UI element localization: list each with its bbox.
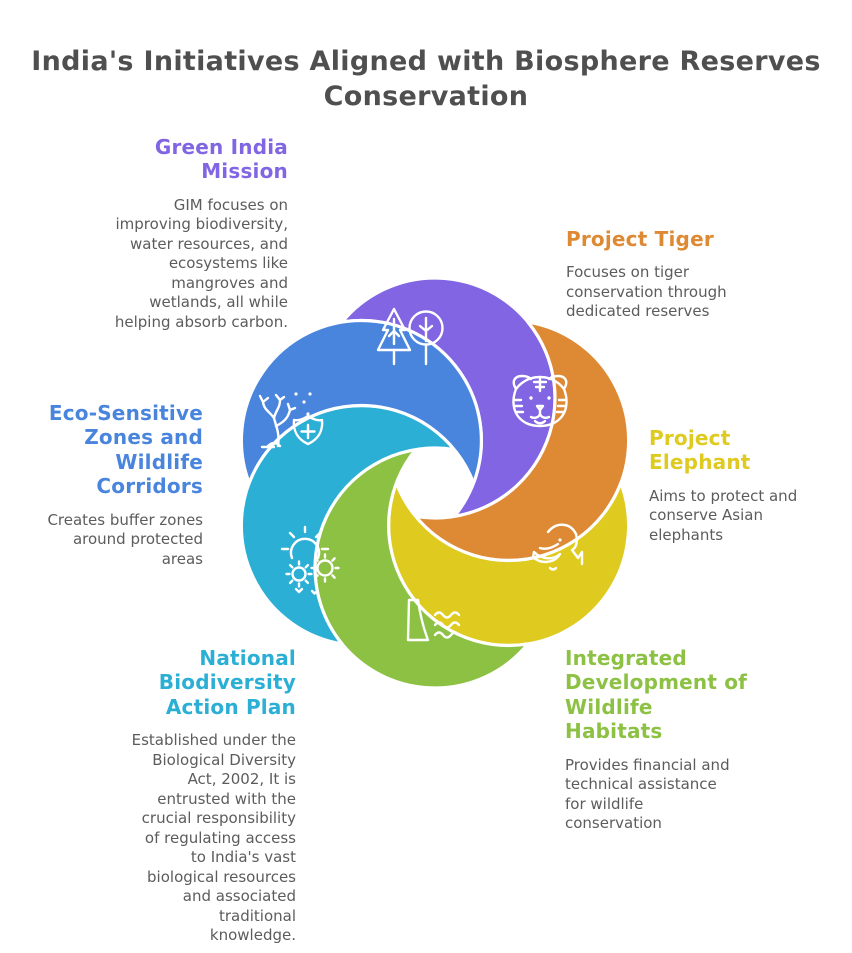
blade-eco-sensitive: [239, 318, 483, 485]
initiative-green-india-mission: Green India Mission GIM focuses on impro…: [78, 135, 288, 332]
initiative-heading: Eco-Sensitive Zones and Wildlife Corrido…: [48, 401, 203, 499]
elephant-icon: [531, 523, 584, 571]
initiative-project-tiger: Project Tiger Focuses on tiger conservat…: [566, 227, 796, 322]
page-title: India's Initiatives Aligned with Biosphe…: [31, 46, 821, 113]
initiative-heading: Integrated Development of Wildlife Habit…: [565, 646, 748, 744]
coral-shield-icon: [258, 392, 324, 449]
trees-icon: [376, 307, 444, 366]
tiger-face-icon: [512, 374, 568, 428]
dam-water-icon: [406, 598, 461, 642]
initiative-description: Creates buffer zones around protected ar…: [47, 510, 203, 568]
initiative-heading: Green India Mission: [154, 135, 288, 184]
initiative-description: Provides financial and technical assista…: [565, 755, 730, 833]
initiative-description: Established under the Biological Diversi…: [131, 731, 296, 945]
initiative-integrated-development-wildlife-habitats: Integrated Development of Wildlife Habit…: [565, 646, 800, 834]
initiative-description: Aims to protect and conserve Asian eleph…: [649, 486, 798, 544]
pinwheel-blades: [239, 276, 631, 690]
initiative-heading: Project Tiger: [566, 227, 714, 251]
initiative-description: GIM focuses on improving biodiversity, w…: [114, 195, 288, 331]
initiative-heading: Project Elephant: [649, 426, 751, 475]
initiative-eco-sensitive-zones-wildlife-corridors: Eco-Sensitive Zones and Wildlife Corrido…: [43, 401, 203, 569]
sun-ecosystem-icon: [280, 525, 340, 595]
initiative-heading: National Biodiversity Action Plan: [158, 646, 296, 719]
initiative-project-elephant: Project Elephant Aims to protect and con…: [649, 426, 829, 545]
initiative-national-biodiversity-action-plan: National Biodiversity Action Plan Establ…: [101, 646, 296, 946]
initiative-description: Focuses on tiger conservation through de…: [566, 263, 727, 321]
